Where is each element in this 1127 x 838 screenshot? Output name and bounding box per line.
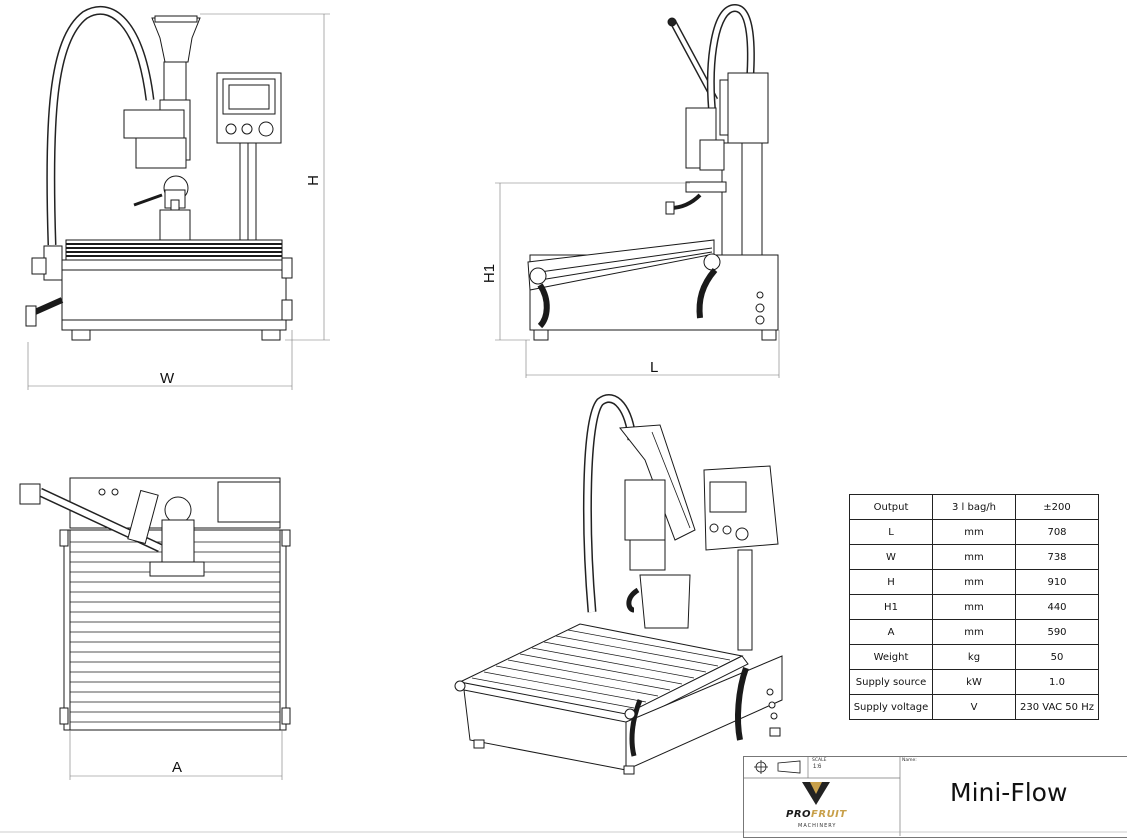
dim-label-h: H — [304, 175, 322, 186]
projection-symbol-icon — [754, 760, 801, 774]
title-block-lines — [743, 756, 901, 836]
spec-value: 50 — [1015, 644, 1099, 670]
spec-value: 1.0 — [1015, 669, 1099, 695]
spec-unit: kg — [932, 644, 1016, 670]
spec-param: H — [849, 569, 933, 595]
spec-param: Supply voltage — [849, 694, 933, 720]
drawing-title: Mini-Flow — [950, 778, 1068, 807]
brand-subtitle: MACHINERY — [798, 823, 837, 829]
spec-unit: mm — [932, 569, 1016, 595]
spec-unit: mm — [932, 594, 1016, 620]
brand-name: PROFRUIT — [786, 809, 847, 820]
spec-param: Output — [849, 494, 933, 520]
front-view — [25, 6, 330, 390]
dim-label-h1: H1 — [481, 263, 499, 284]
side-view — [495, 3, 780, 378]
spec-value: 738 — [1015, 544, 1099, 570]
top-view — [19, 477, 291, 780]
iso-rollers — [471, 629, 731, 709]
spec-param: L — [849, 519, 933, 545]
spec-unit: mm — [932, 519, 1016, 545]
dim-label-w: W — [160, 370, 175, 387]
spec-value: 230 VAC 50 Hz — [1015, 694, 1099, 720]
spec-unit: kW — [932, 669, 1016, 695]
isometric-view — [454, 394, 783, 775]
spec-value: 440 — [1015, 594, 1099, 620]
spec-unit: V — [932, 694, 1016, 720]
spec-unit: 3 l bag/h — [932, 494, 1016, 520]
spec-value: 708 — [1015, 519, 1099, 545]
scale-label: SCALE — [812, 758, 827, 763]
spec-unit: mm — [932, 619, 1016, 645]
spec-unit: mm — [932, 544, 1016, 570]
spec-param: W — [849, 544, 933, 570]
dim-label-l: L — [650, 359, 659, 376]
spec-param: H1 — [849, 594, 933, 620]
brand-accent: FRUIT — [811, 809, 847, 820]
spec-param: A — [849, 619, 933, 645]
dim-label-a: A — [172, 759, 183, 776]
brand-main: PRO — [786, 809, 812, 820]
spec-value: 590 — [1015, 619, 1099, 645]
spec-param: Weight — [849, 644, 933, 670]
spec-value: ±200 — [1015, 494, 1099, 520]
spec-param: Supply source — [849, 669, 933, 695]
top-view-rollers — [70, 541, 280, 723]
scale-value: 1:6 — [813, 764, 822, 770]
name-label: Name: — [902, 758, 917, 763]
profruit-logo-icon — [802, 782, 830, 805]
spec-value: 910 — [1015, 569, 1099, 595]
